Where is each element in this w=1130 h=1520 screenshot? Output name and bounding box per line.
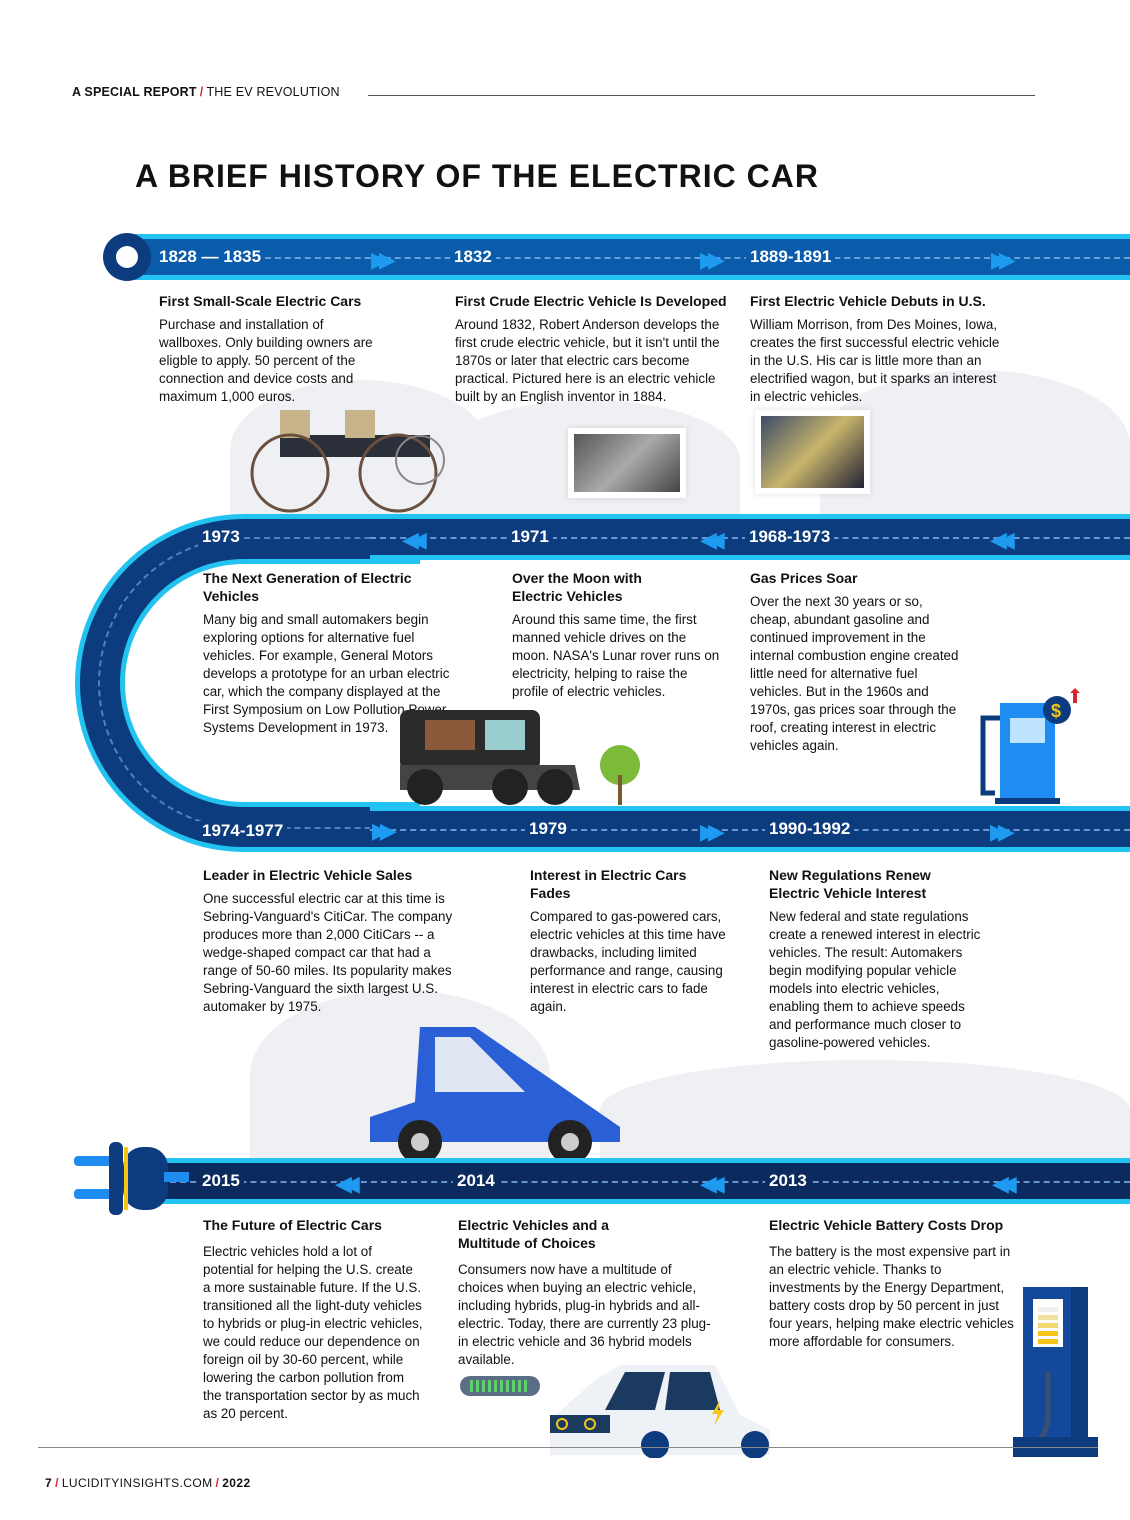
citicar-image [370,1027,620,1164]
year-label: 1889-1891 [746,247,836,267]
back-arrow-icon: ◀◀ [992,1171,1017,1196]
page-number: 7 [45,1476,53,1490]
gas-pump-icon: $ [980,688,1080,804]
battery-icon [460,1376,540,1396]
forward-arrow-icon: ▶▶ [700,247,725,272]
year-label: 1973 [198,527,244,547]
timeline-road-1: 1828 — 1835 ▶▶ 1832 ▶▶ 1889-1891 ▶▶ [125,234,1130,280]
footer-divider [38,1447,1098,1448]
back-arrow-icon: ◀◀ [700,1171,725,1196]
issue-year: 2022 [222,1476,251,1490]
site-link[interactable]: LUCIDITYINSIGHTS.COM [61,1476,213,1490]
header-divider [368,95,1035,96]
report-header: A SPECIAL REPORT/THE EV REVOLUTION [72,85,340,99]
charging-station-icon [1013,1287,1098,1457]
back-arrow-icon: ◀◀ [402,527,427,552]
year-label: 1832 [450,247,496,267]
subsection-label: THE EV REVOLUTION [206,85,340,99]
svg-text:$: $ [1051,701,1061,721]
tree-icon [600,745,640,805]
page-title: A BRIEF HISTORY OF THE ELECTRIC CAR [135,158,819,194]
timeline-road-2: ◀◀ 1971 ◀◀ 1968-1973 ◀◀ [370,514,1130,560]
page-footer: 7/LUCIDITYINSIGHTS.COM/2022 [45,1476,251,1490]
year-label: 1968-1973 [745,527,835,547]
year-label: 1828 — 1835 [155,247,266,267]
forward-arrow-icon: ▶▶ [991,247,1016,272]
vintage-car-image [400,710,580,805]
morrison-car-photo [755,410,870,494]
carriage-image [250,410,445,513]
year-label: 2014 [453,1171,499,1191]
year-label: 1971 [507,527,553,547]
back-arrow-icon: ◀◀ [700,527,725,552]
year-label: 1974-1977 [198,821,288,841]
year-label: 2013 [765,1171,811,1191]
modern-ev-image [550,1365,770,1458]
background-hill [600,1060,1130,1160]
forward-arrow-icon: ▶▶ [990,819,1015,844]
plug-icon [74,1142,189,1215]
timeline-start-icon [103,233,151,281]
event-1990: New Regulations Renew Electric Vehicle I… [769,867,981,1050]
forward-arrow-icon: ▶▶ [700,819,725,844]
timeline-road-3: 1979 ▶▶ 1990-1992 ▶▶ [370,806,1130,852]
road-curve [75,514,420,852]
back-arrow-icon: ◀◀ [335,1171,360,1196]
section-label: A SPECIAL REPORT [72,85,197,99]
1884-vehicle-photo [568,428,686,498]
timeline-road-4: 2015 ◀◀ 2014 ◀◀ 2013 ◀◀ [150,1158,1130,1204]
event-1889: First Electric Vehicle Debuts in U.S.Wil… [750,293,1000,404]
year-label: 1979 [525,819,571,839]
event-1973: The Next Generation of Electric Vehicles… [203,570,450,735]
forward-arrow-icon: ▶▶ [371,247,396,272]
event-2014: Electric Vehicles and a Multitude of Cho… [458,1217,711,1367]
back-arrow-icon: ◀◀ [990,527,1015,552]
year-label: 2015 [198,1171,244,1191]
year-label: 1990-1992 [765,819,855,839]
background-hill [820,370,1130,520]
event-1832: First Crude Electric Vehicle Is Develope… [455,293,727,404]
forward-arrow-icon: ▶▶ [372,818,397,843]
